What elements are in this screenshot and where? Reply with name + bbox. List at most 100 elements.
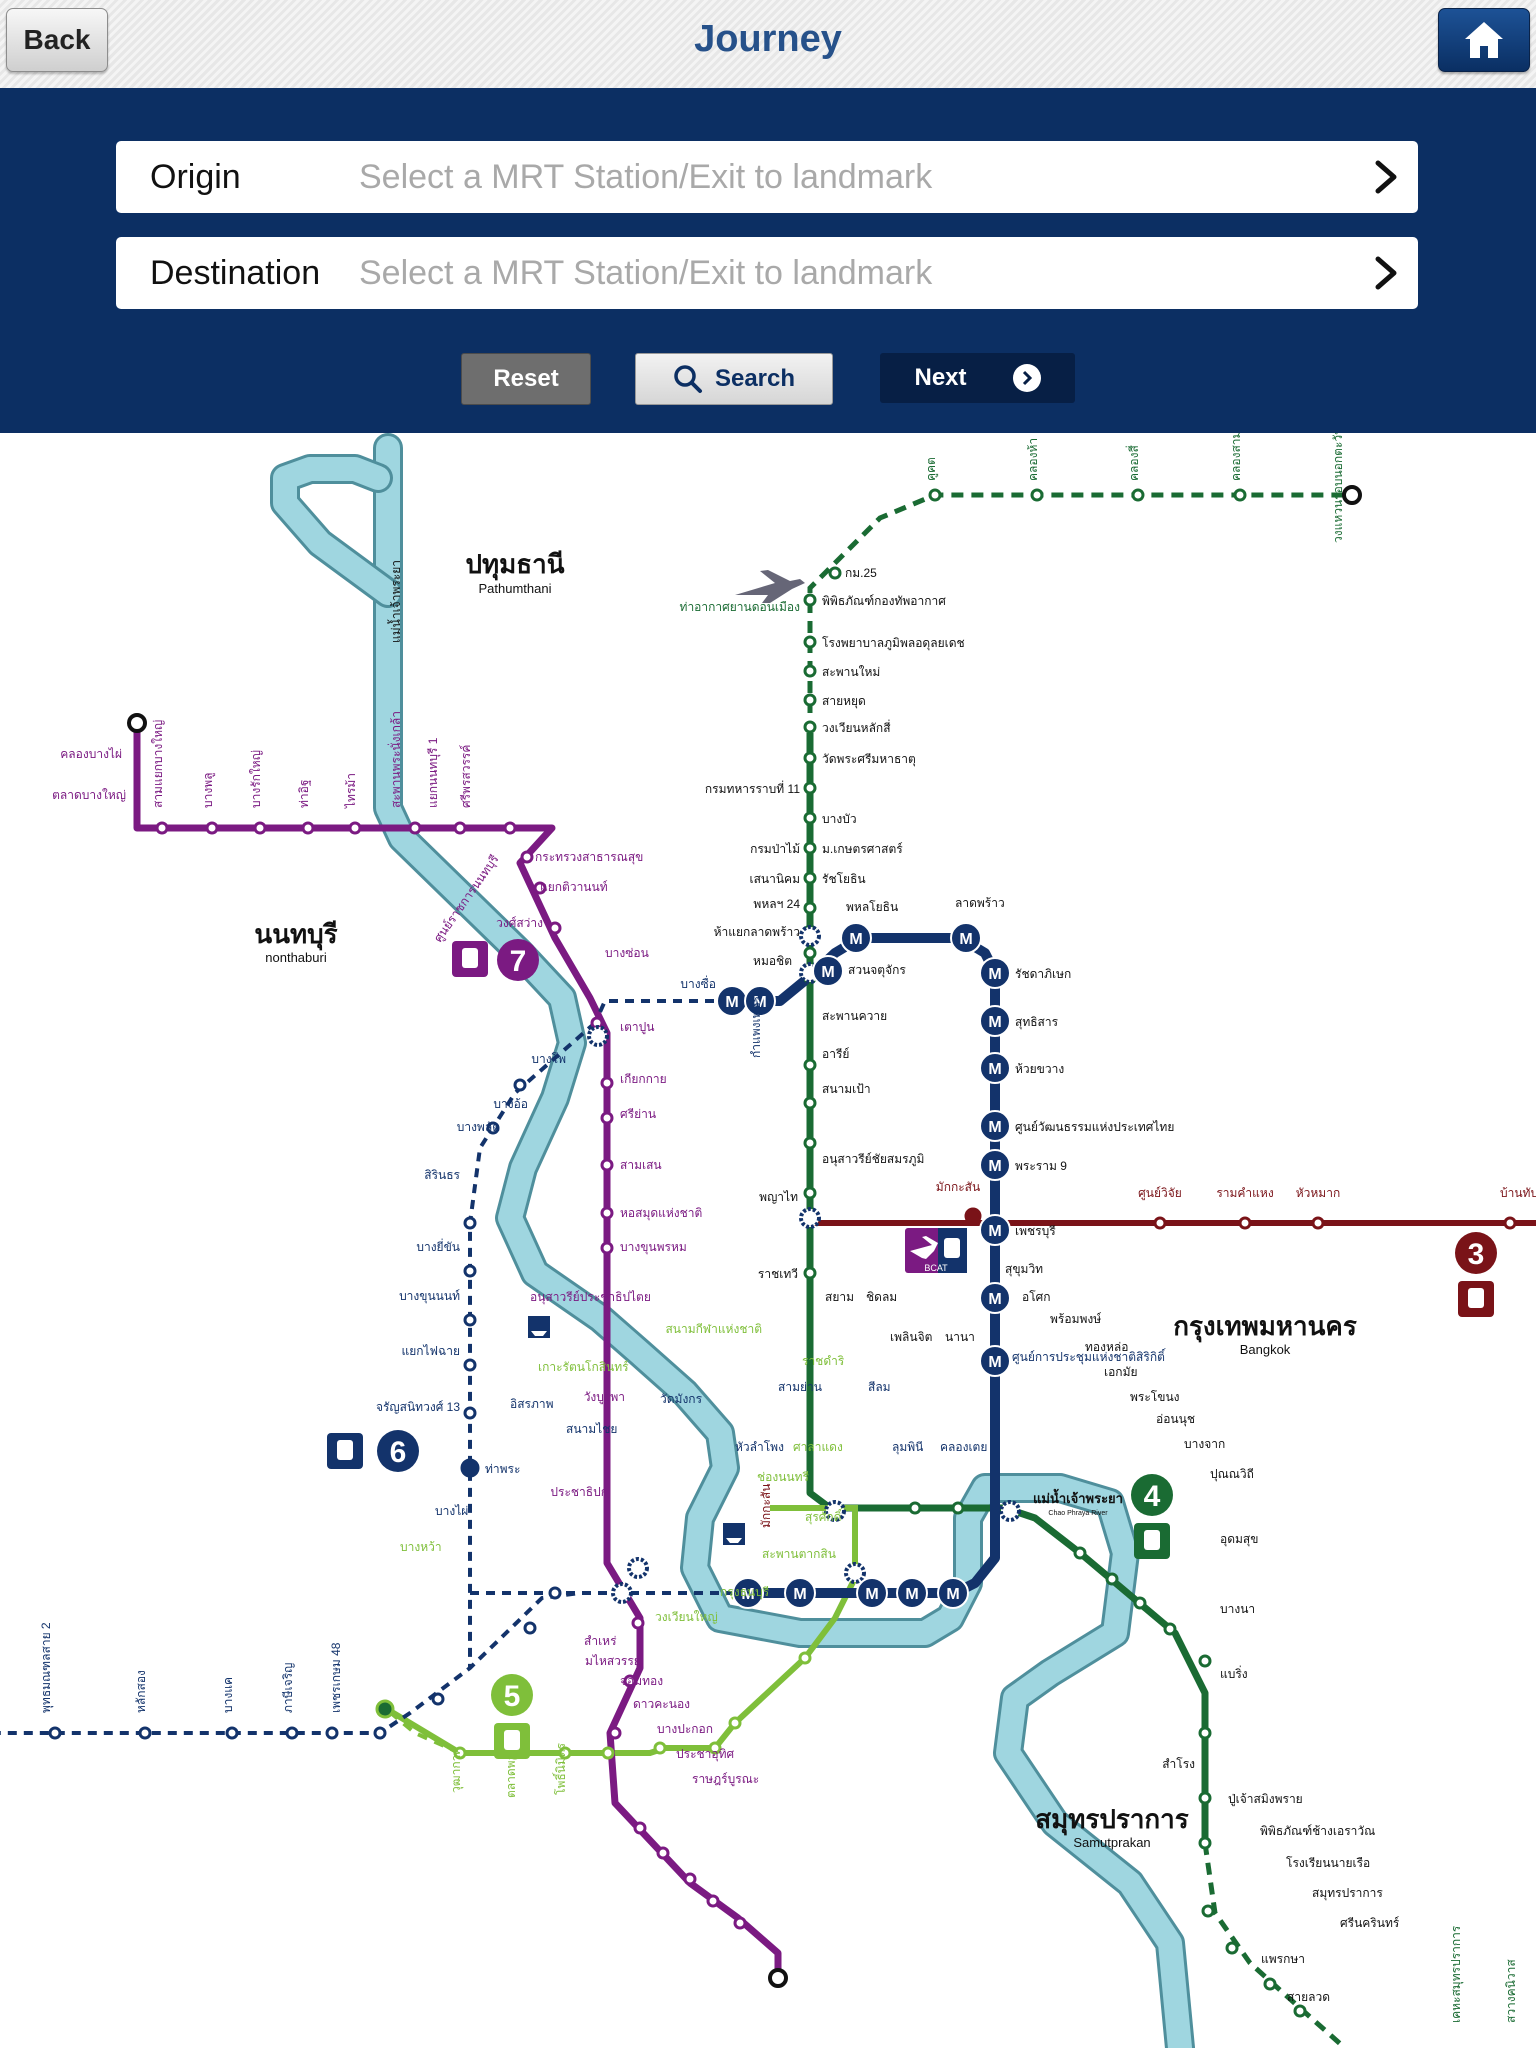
station-label: บางขุนนนท์	[399, 1289, 460, 1304]
station-label: เพชรเกษม 48	[329, 1642, 343, 1713]
svg-text:M: M	[988, 1291, 1001, 1308]
svg-text:M: M	[821, 964, 834, 981]
station-label: อ่อนนุช	[1156, 1412, 1195, 1427]
station-label: ท่าพระ	[485, 1462, 520, 1476]
station-label: สีลม	[868, 1380, 891, 1394]
search-button[interactable]: Search	[635, 353, 833, 405]
station-label: มักกะสัน	[936, 1180, 980, 1194]
station-label: สุทธิสาร	[1015, 1015, 1059, 1030]
station-label: นานา	[945, 1330, 975, 1344]
station-label: ลุมพินี	[892, 1440, 923, 1455]
station-label: ม.เกษตรศาสตร์	[822, 842, 903, 856]
svg-text:M: M	[988, 1158, 1001, 1175]
line-5-badge: 5	[491, 1674, 533, 1759]
station-label: สุขุมวิท	[1005, 1262, 1043, 1277]
route-map[interactable]: M M M M M M M M M M M M M M M M M M BCAT…	[0, 433, 1536, 2048]
svg-text:M: M	[865, 1586, 878, 1603]
station-label: สวนจตุจักร	[848, 963, 906, 978]
station-label: สำโรง	[1162, 1757, 1195, 1771]
station-label: บางขุนพรหม	[620, 1240, 687, 1255]
back-button[interactable]: Back	[6, 8, 108, 72]
station-label: ศาลาแดง	[793, 1440, 843, 1454]
station-label: วัดมังกร	[660, 1392, 703, 1406]
interchange-points	[587, 925, 1021, 1604]
station-label: สะพานใหม่	[822, 665, 880, 679]
region-bangkok-th: กรุงเทพมหานคร	[1173, 1311, 1357, 1343]
station-label: ราชเทวี	[758, 1267, 798, 1281]
station-label: เกาะรัตนโกสินทร์	[538, 1360, 629, 1374]
station-label: เสนานิคม	[749, 872, 800, 886]
station-label: จอมทอง	[620, 1674, 663, 1688]
station-label: สามย่าน	[778, 1380, 822, 1394]
svg-text:M: M	[988, 1354, 1001, 1371]
metro-m-icon: M	[950, 922, 982, 954]
station-label: เคหะสมุทรปราการ	[1449, 1925, 1464, 2023]
station-label: หอสมุดแห่งชาติ	[620, 1206, 702, 1221]
svg-text:M: M	[959, 931, 972, 948]
station-label: โรงพยาบาลภูมิพลอดุลยเดช	[822, 636, 965, 651]
station-label: เตาปูน	[620, 1020, 654, 1035]
station-label: ปู่เจ้าสมิงพราย	[1228, 1792, 1303, 1807]
train-icon	[944, 1238, 960, 1258]
station-label: คลองสี่	[1125, 445, 1141, 481]
route-map-svg[interactable]: M M M M M M M M M M M M M M M M M M BCAT…	[0, 433, 1536, 2048]
chevron-right-icon	[1375, 160, 1397, 194]
station-label: ศูนย์การประชุมแห่งชาติสิริกิติ์	[1012, 1348, 1167, 1365]
station-label: บางรักใหญ่	[249, 750, 263, 808]
train-icon	[1144, 1530, 1160, 1550]
destination-placeholder: Select a MRT Station/Exit to landmark	[359, 253, 933, 292]
station-label: แบริ่ง	[1220, 1665, 1248, 1681]
metro-m-icon: M	[979, 1005, 1011, 1037]
reset-button[interactable]: Reset	[461, 353, 591, 405]
destination-field[interactable]: Destination Select a MRT Station/Exit to…	[116, 237, 1418, 309]
station-label: สะพานพระนั่งเกล้า	[387, 711, 403, 808]
station-label: ช่องนนทรี	[757, 1470, 810, 1484]
svg-text:M: M	[988, 1061, 1001, 1078]
airplane-icon	[910, 1236, 938, 1259]
region-pathum-en: Pathumthani	[479, 581, 552, 596]
origin-field[interactable]: Origin Select a MRT Station/Exit to land…	[116, 141, 1418, 213]
station-label: เอกมัย	[1104, 1365, 1138, 1379]
origin-placeholder: Select a MRT Station/Exit to landmark	[359, 157, 933, 196]
station-label: ประชาอุทิศ	[676, 1747, 735, 1762]
station-label: บางซ่อน	[605, 946, 649, 960]
region-samut-th: สมุทรปราการ	[1035, 1804, 1189, 1836]
station-label: บางอ้อ	[493, 1097, 528, 1111]
svg-text:M: M	[849, 931, 862, 948]
station-label: วงเวียนใหญ่	[655, 1610, 718, 1624]
metro-m-icon: M	[856, 1577, 888, 1609]
rotated-station-labels: คูคต คลองห้า คลองสี่ คลองสาม วงแหวนรอบนอ…	[39, 433, 1518, 2023]
svg-text:M: M	[988, 1014, 1001, 1031]
chevron-right-icon	[1375, 256, 1397, 290]
station-label: หัวหมาก	[1296, 1186, 1340, 1200]
station-label: เกียกกาย	[620, 1072, 667, 1086]
svg-text:M: M	[905, 1586, 918, 1603]
train-icon	[337, 1440, 353, 1460]
svg-text:M: M	[741, 1586, 754, 1603]
station-label: พญาไท	[759, 1190, 798, 1204]
mrt-markers: M M M M M M M M M M M M M M M M M M	[716, 922, 1011, 1609]
metro-m-icon: M	[979, 957, 1011, 989]
metro-m-icon: M	[716, 985, 748, 1017]
station-label: ภาษีเจริญ	[281, 1663, 295, 1713]
station-label: อารีย์	[822, 1047, 849, 1061]
next-button[interactable]: Next	[880, 353, 1075, 403]
river-label-th: แม่น้ำเจ้าพระยา	[1033, 1488, 1123, 1506]
station-label: กรุงธนบุรี	[720, 1585, 770, 1600]
station-label: แม่น้ำเจ้าพระยา	[387, 560, 403, 643]
bcat-badge: BCAT	[905, 1228, 967, 1273]
home-button[interactable]	[1438, 8, 1530, 72]
station-label: สะพานควาย	[822, 1009, 887, 1023]
station-label: ศูนย์วิจัย	[1138, 1186, 1182, 1201]
station-label: สิรินธร	[424, 1168, 460, 1182]
station-label: ราษฎร์บูรณะ	[692, 1772, 759, 1787]
station-label: บางพลู	[201, 773, 216, 808]
station-label: แยกติวานนท์	[540, 880, 608, 894]
station-label: ศรีนครินทร์	[1340, 1916, 1400, 1930]
station-label: บางไผ่	[435, 1504, 468, 1518]
station-label: ปุณณวิถี	[1210, 1467, 1254, 1482]
train-icon	[462, 948, 478, 968]
svg-text:M: M	[753, 994, 766, 1011]
line-4-badge: 4	[1131, 1474, 1173, 1559]
svg-text:6: 6	[390, 1436, 407, 1469]
